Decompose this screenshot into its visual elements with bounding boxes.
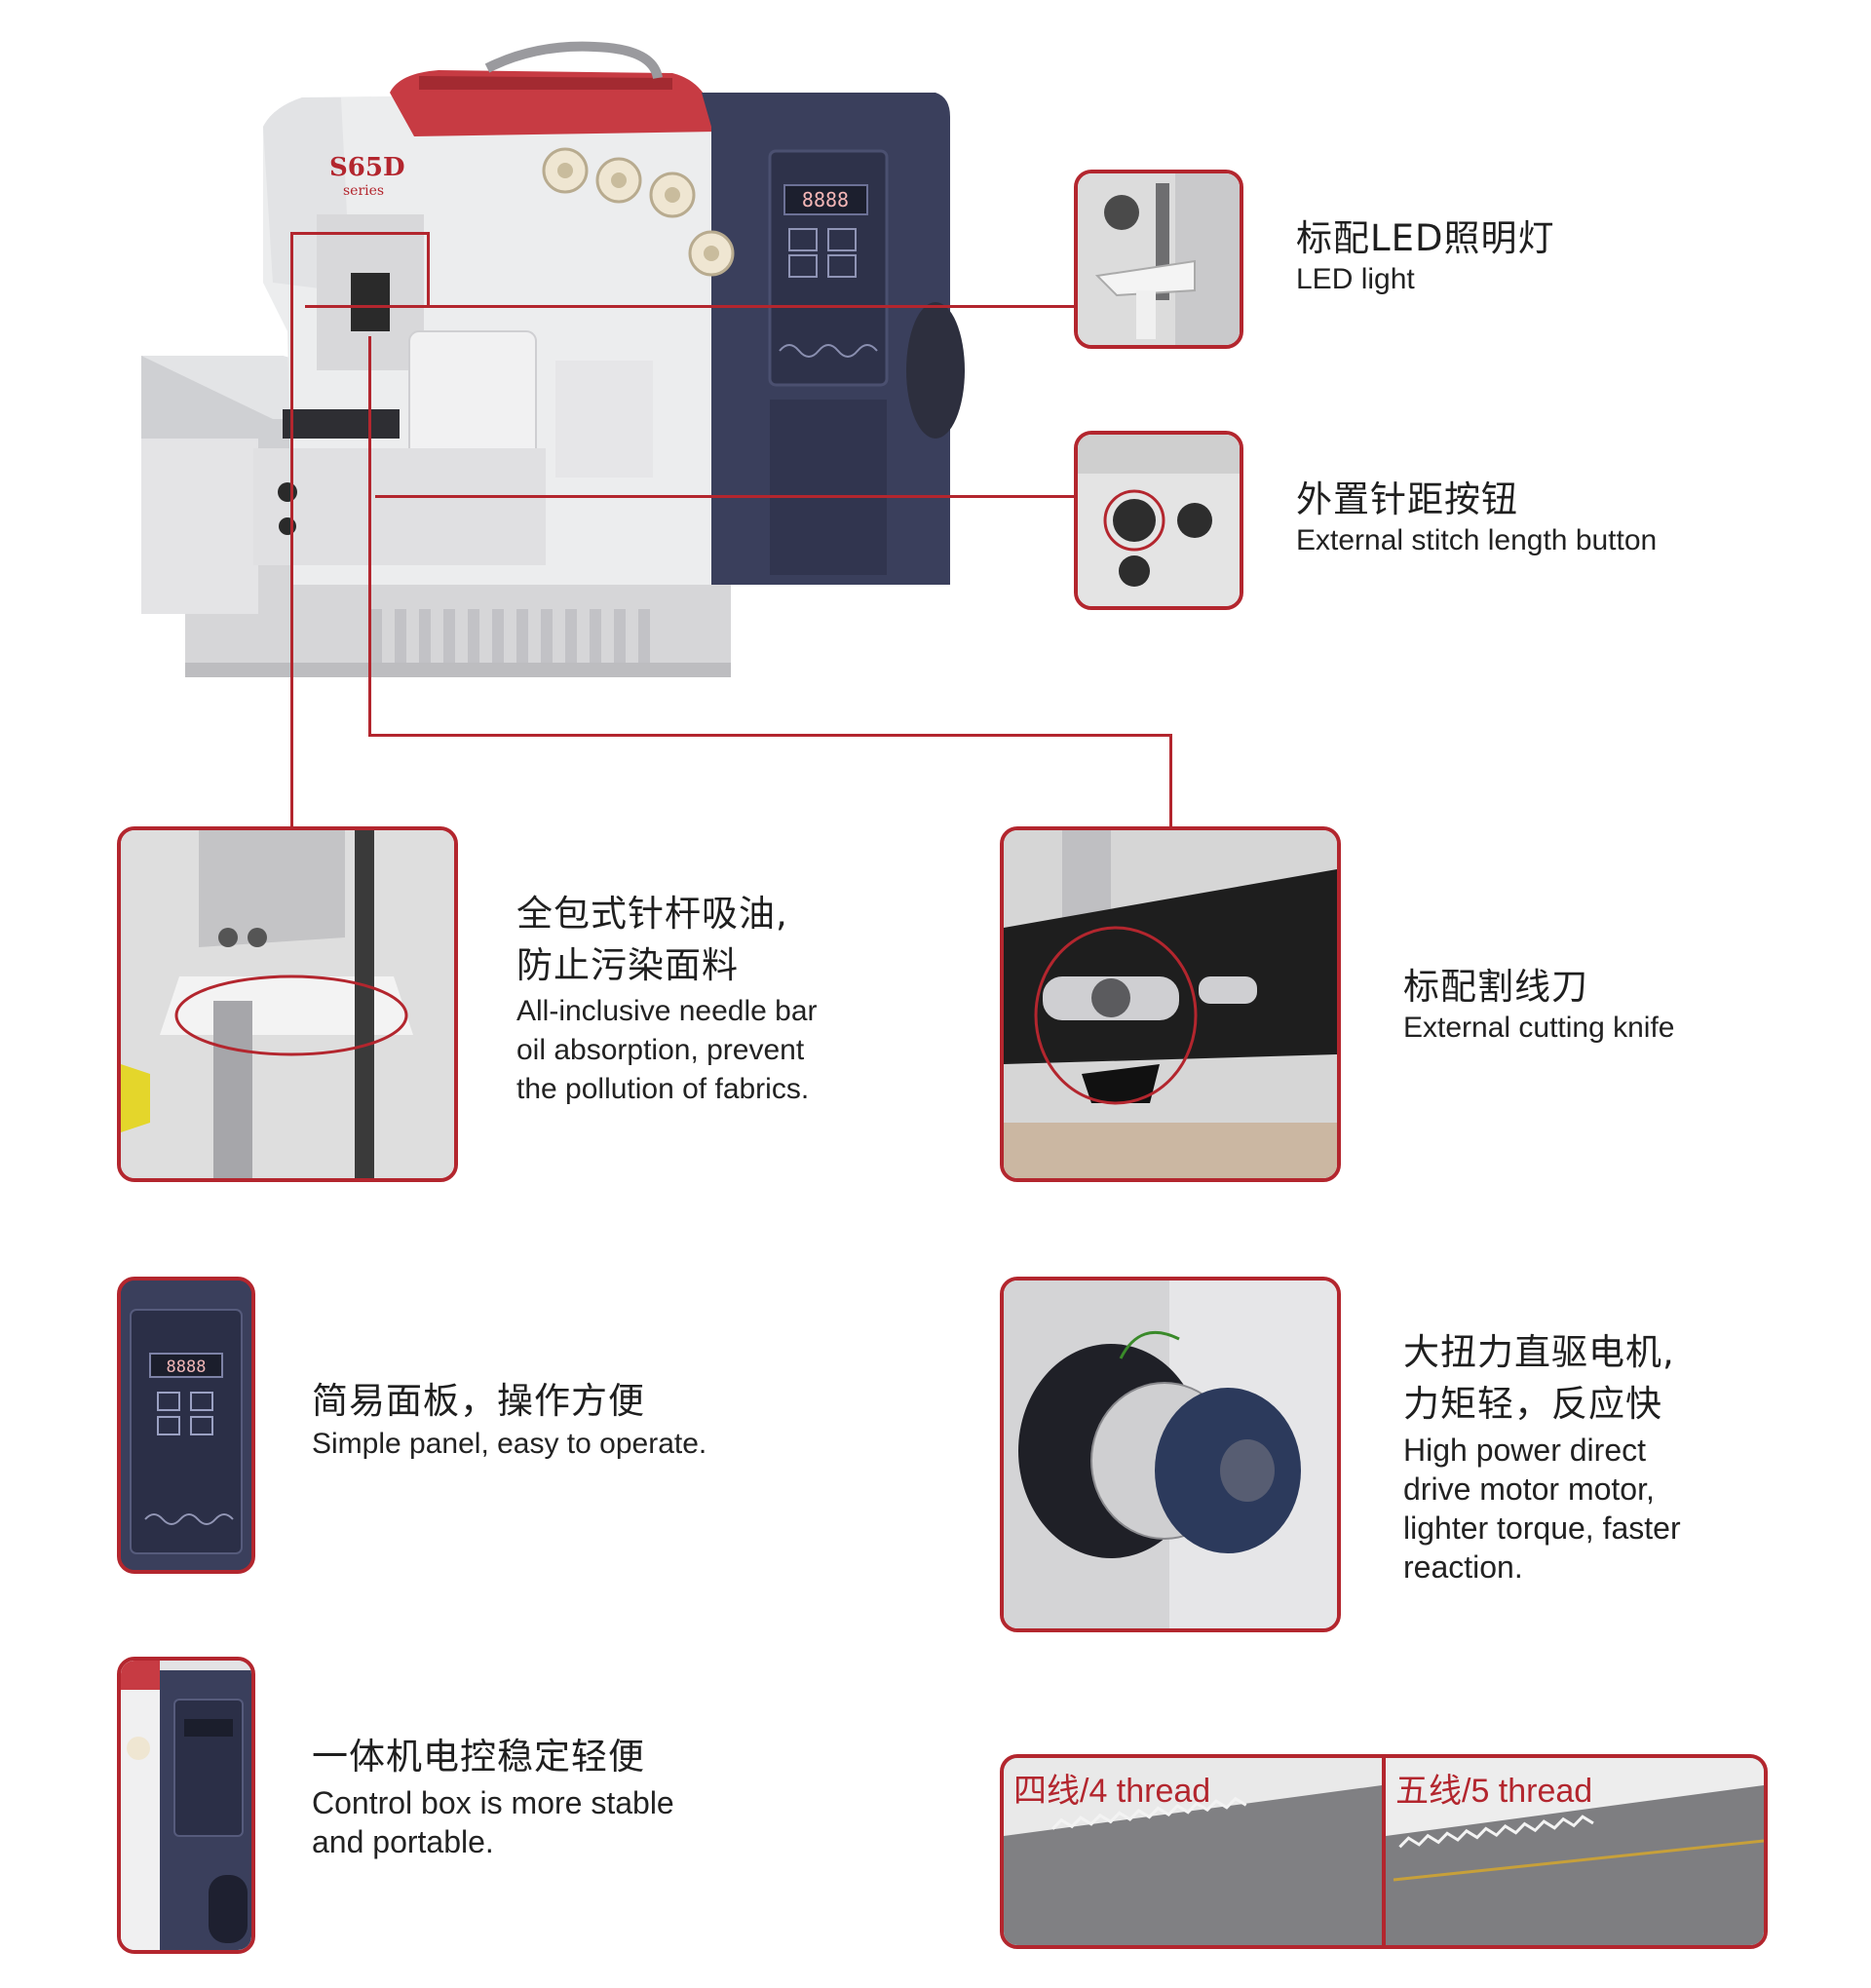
led-subtitle: LED light (1296, 263, 1415, 295)
four-thread-label: 四线/4 thread (1013, 1764, 1210, 1812)
leader-needlebar-h (290, 232, 427, 235)
four-thread-en: /4 thread (1080, 1773, 1211, 1810)
needlebar-title-2: 防止污染面料 (516, 944, 739, 986)
knife-subtitle: External cutting knife (1403, 1012, 1675, 1044)
controlbox-desc-1: Control box is more stable (312, 1785, 674, 1820)
thread-comparison: 四线/4 thread 五线/5 thread (1000, 1754, 1768, 1949)
motor-desc-3: lighter torque, faster (1403, 1510, 1681, 1546)
leader-knife-v1 (368, 336, 371, 736)
stitch-subtitle: External stitch length button (1296, 524, 1658, 556)
five-thread-en: /5 thread (1462, 1773, 1593, 1810)
five-thread-cn: 五线 (1395, 1772, 1462, 1811)
leader-needlebar-v (290, 232, 293, 828)
five-thread-label: 五线/5 thread (1395, 1764, 1592, 1812)
leader-needlebar-v1 (427, 232, 430, 305)
panel-subtitle: Simple panel, easy to operate. (312, 1428, 707, 1460)
leader-knife-v2 (1169, 734, 1172, 828)
machine-illustration: 8888 S65D series (127, 39, 965, 721)
stitch-title: 外置针距按钮 (1296, 478, 1518, 520)
motor-desc-4: reaction. (1403, 1549, 1523, 1585)
control-box-photo (117, 1657, 255, 1954)
motor-desc-1: High power direct (1403, 1433, 1646, 1468)
svg-text:8888: 8888 (802, 188, 849, 211)
motor-desc-2: drive motor motor, (1403, 1472, 1655, 1507)
needlebar-desc-3: the pollution of fabrics. (516, 1073, 810, 1105)
controlbox-title: 一体机电控稳定轻便 (312, 1736, 645, 1778)
knife-title: 标配割线刀 (1403, 966, 1588, 1008)
leader-stitch-h (375, 495, 1075, 498)
simple-panel-photo: 8888 (117, 1277, 255, 1574)
stitch-button-photo (1074, 431, 1243, 610)
cutting-knife-photo (1000, 826, 1341, 1182)
needlebar-desc-2: oil absorption, prevent (516, 1034, 805, 1066)
motor-photo (1000, 1277, 1341, 1632)
needlebar-desc-1: All-inclusive needle bar (516, 995, 818, 1027)
led-title: 标配LED照明灯 (1296, 217, 1555, 259)
panel-display: 8888 (167, 1357, 207, 1377)
leader-led-h (305, 305, 1075, 308)
needlebar-title-1: 全包式针杆吸油, (516, 893, 788, 935)
needlebar-photo (117, 826, 458, 1182)
motor-title-1: 大扭力直驱电机, (1403, 1331, 1675, 1373)
leader-knife-h (368, 734, 1172, 737)
motor-title-2: 力矩轻，反应快 (1403, 1383, 1662, 1425)
panel-title: 简易面板，操作方便 (312, 1380, 645, 1422)
model-label: S65D (329, 153, 405, 182)
four-thread-cn: 四线 (1013, 1772, 1080, 1811)
series-label: series (343, 183, 384, 199)
controlbox-desc-2: and portable. (312, 1824, 494, 1859)
led-light-photo (1074, 170, 1243, 349)
